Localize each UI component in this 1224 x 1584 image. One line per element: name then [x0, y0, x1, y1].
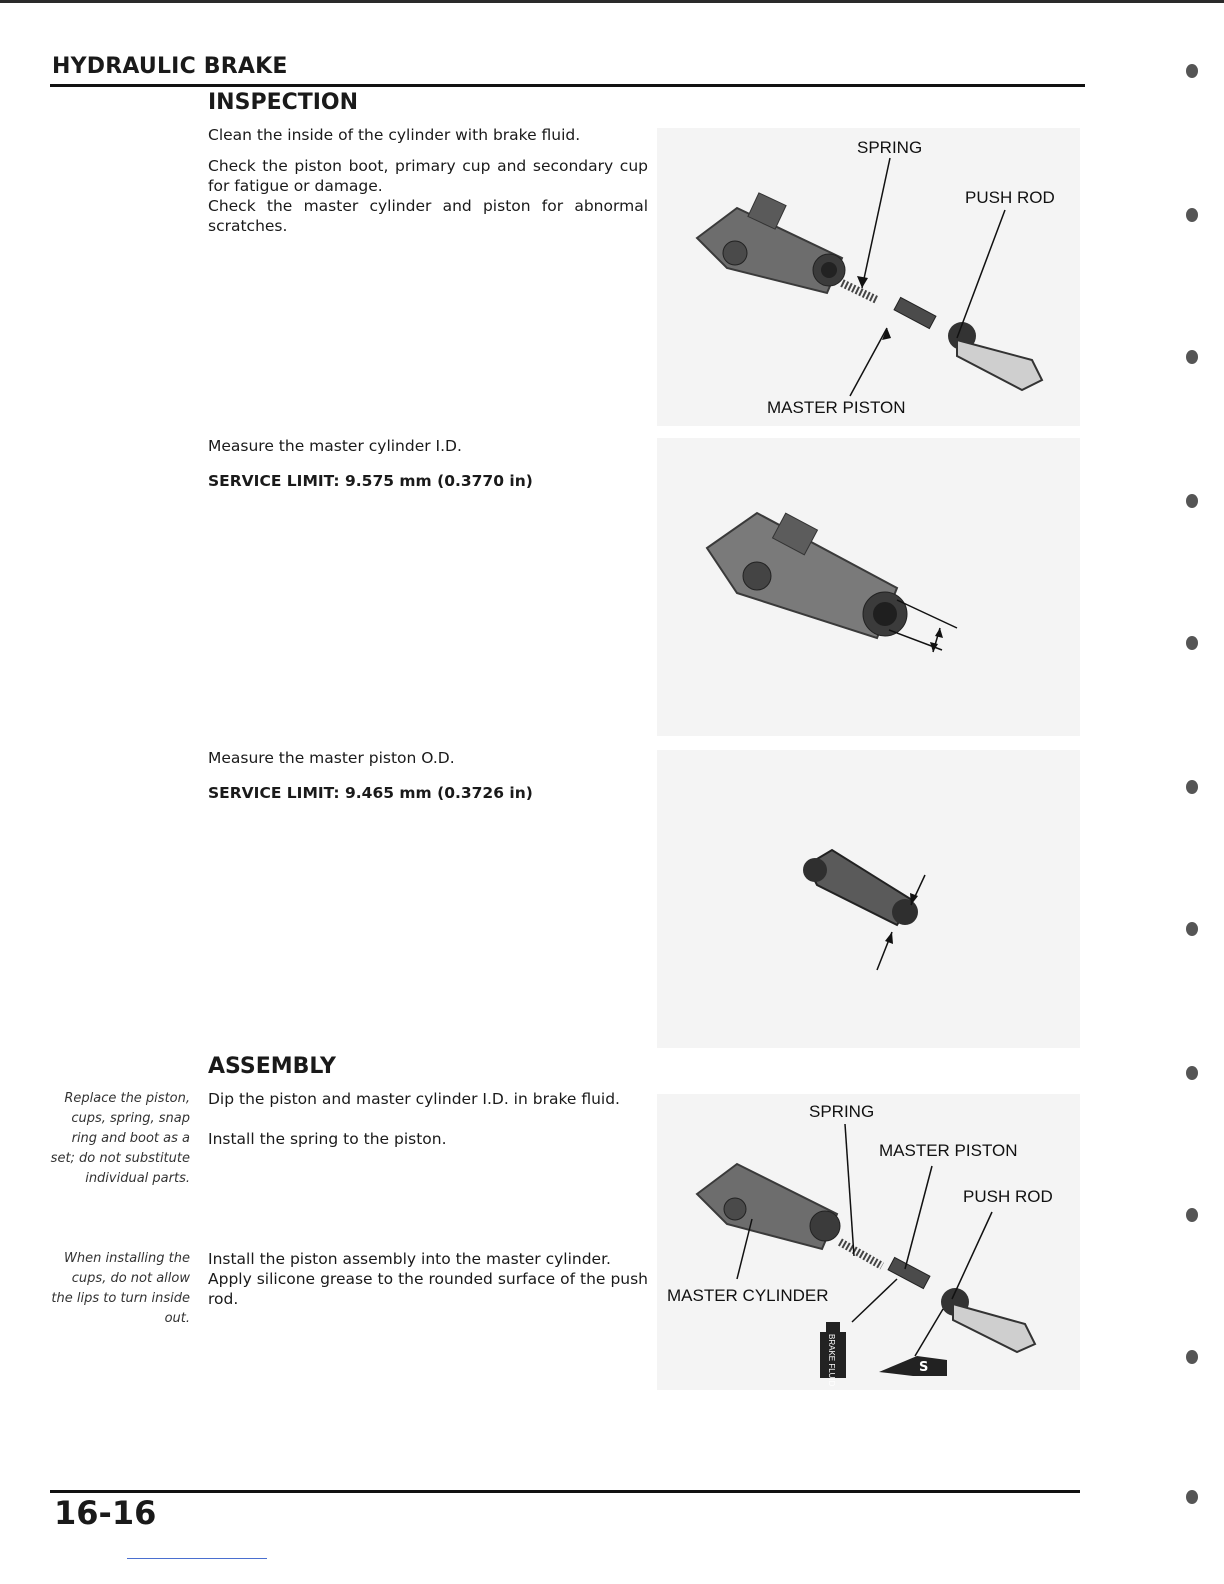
binder-hole-mark	[1186, 494, 1198, 508]
binder-hole-mark	[1186, 1066, 1198, 1080]
label-master-piston: MASTER PISTON	[879, 1141, 1018, 1160]
binder-hole-mark	[1186, 64, 1198, 78]
top-rule	[0, 0, 1224, 3]
figure-piston-od-measurement	[657, 750, 1080, 1048]
figure-exploded-master-cylinder: SPRING PUSH ROD MASTER PISTON	[657, 128, 1080, 426]
silicone-grease-icon	[879, 1356, 947, 1376]
measure-piston-text: Measure the master piston O.D.	[208, 749, 455, 767]
master-cylinder-exploded-illustration	[695, 157, 1044, 397]
figure-assembly-exploded: BRAKE FLUID S SPRING MASTER PISTON PUSH …	[657, 1094, 1080, 1390]
binder-hole-mark	[1186, 636, 1198, 650]
service-limit-piston: SERVICE LIMIT: 9.465 mm (0.3726 in)	[208, 784, 533, 802]
binder-hole-mark	[1186, 1350, 1198, 1364]
inspection-paragraph-2: Check the piston boot, primary cup and s…	[208, 157, 648, 195]
inspection-paragraph-3: Check the master cylinder and piston for…	[208, 197, 648, 235]
service-limit-cylinder: SERVICE LIMIT: 9.575 mm (0.3770 in)	[208, 472, 533, 490]
push-rod	[948, 322, 1044, 392]
binder-hole-mark	[1186, 1490, 1198, 1504]
assembly-paragraph-3: Install the piston assembly into the mas…	[208, 1250, 611, 1268]
cylinder-id-illustration	[705, 511, 958, 653]
page-number: 16-16	[54, 1494, 157, 1532]
header-rule	[50, 84, 1085, 87]
side-note-cup-lips: When installing the cups, do not allow t…	[51, 1251, 190, 1326]
piston-od-illustration	[803, 848, 926, 971]
measure-cylinder-text: Measure the master cylinder I.D.	[208, 437, 462, 455]
binder-hole-mark	[1186, 922, 1198, 936]
master-piston	[893, 296, 937, 330]
binder-hole-mark	[1186, 1208, 1198, 1222]
assembly-paragraph-4: Apply silicone grease to the rounded sur…	[208, 1270, 648, 1308]
service-limit-value: 9.575 mm (0.3770 in)	[344, 472, 533, 490]
footer-rule	[50, 1490, 1080, 1493]
binder-hole-mark	[1186, 208, 1198, 222]
binder-hole-mark	[1186, 350, 1198, 364]
page-header-title: HYDRAULIC BRAKE	[52, 54, 288, 79]
brake-fluid-bottle-icon	[820, 1322, 846, 1378]
brake-fluid-bottle-label: BRAKE FLUID	[827, 1334, 836, 1387]
assembly-paragraph-2: Install the spring to the piston.	[208, 1130, 447, 1148]
figure-cylinder-id-measurement	[657, 438, 1080, 736]
service-limit-label: SERVICE LIMIT:	[208, 784, 340, 802]
inspection-paragraph-1: Clean the inside of the cylinder with br…	[208, 126, 581, 144]
assembly-heading: ASSEMBLY	[208, 1054, 336, 1079]
side-note-replace-parts: Replace the piston, cups, spring, snap r…	[50, 1091, 190, 1186]
service-limit-value: 9.465 mm (0.3726 in)	[344, 784, 533, 802]
label-master-piston: MASTER PISTON	[767, 398, 906, 417]
label-push-rod: PUSH ROD	[965, 188, 1055, 207]
label-spring: SPRING	[857, 138, 923, 157]
label-master-cylinder: MASTER CYLINDER	[667, 1286, 829, 1305]
label-push-rod: PUSH ROD	[963, 1187, 1053, 1206]
assembly-exploded-illustration	[695, 1123, 1037, 1378]
assembly-paragraph-1: Dip the piston and master cylinder I.D. …	[208, 1090, 620, 1108]
spring	[840, 279, 879, 304]
label-spring: SPRING	[809, 1102, 875, 1121]
scan-artifact-line	[127, 1558, 267, 1559]
grease-label: S	[919, 1360, 929, 1375]
master-cylinder-body	[695, 192, 846, 295]
service-limit-label: SERVICE LIMIT:	[208, 472, 340, 490]
inspection-heading: INSPECTION	[208, 90, 359, 115]
binder-hole-mark	[1186, 780, 1198, 794]
